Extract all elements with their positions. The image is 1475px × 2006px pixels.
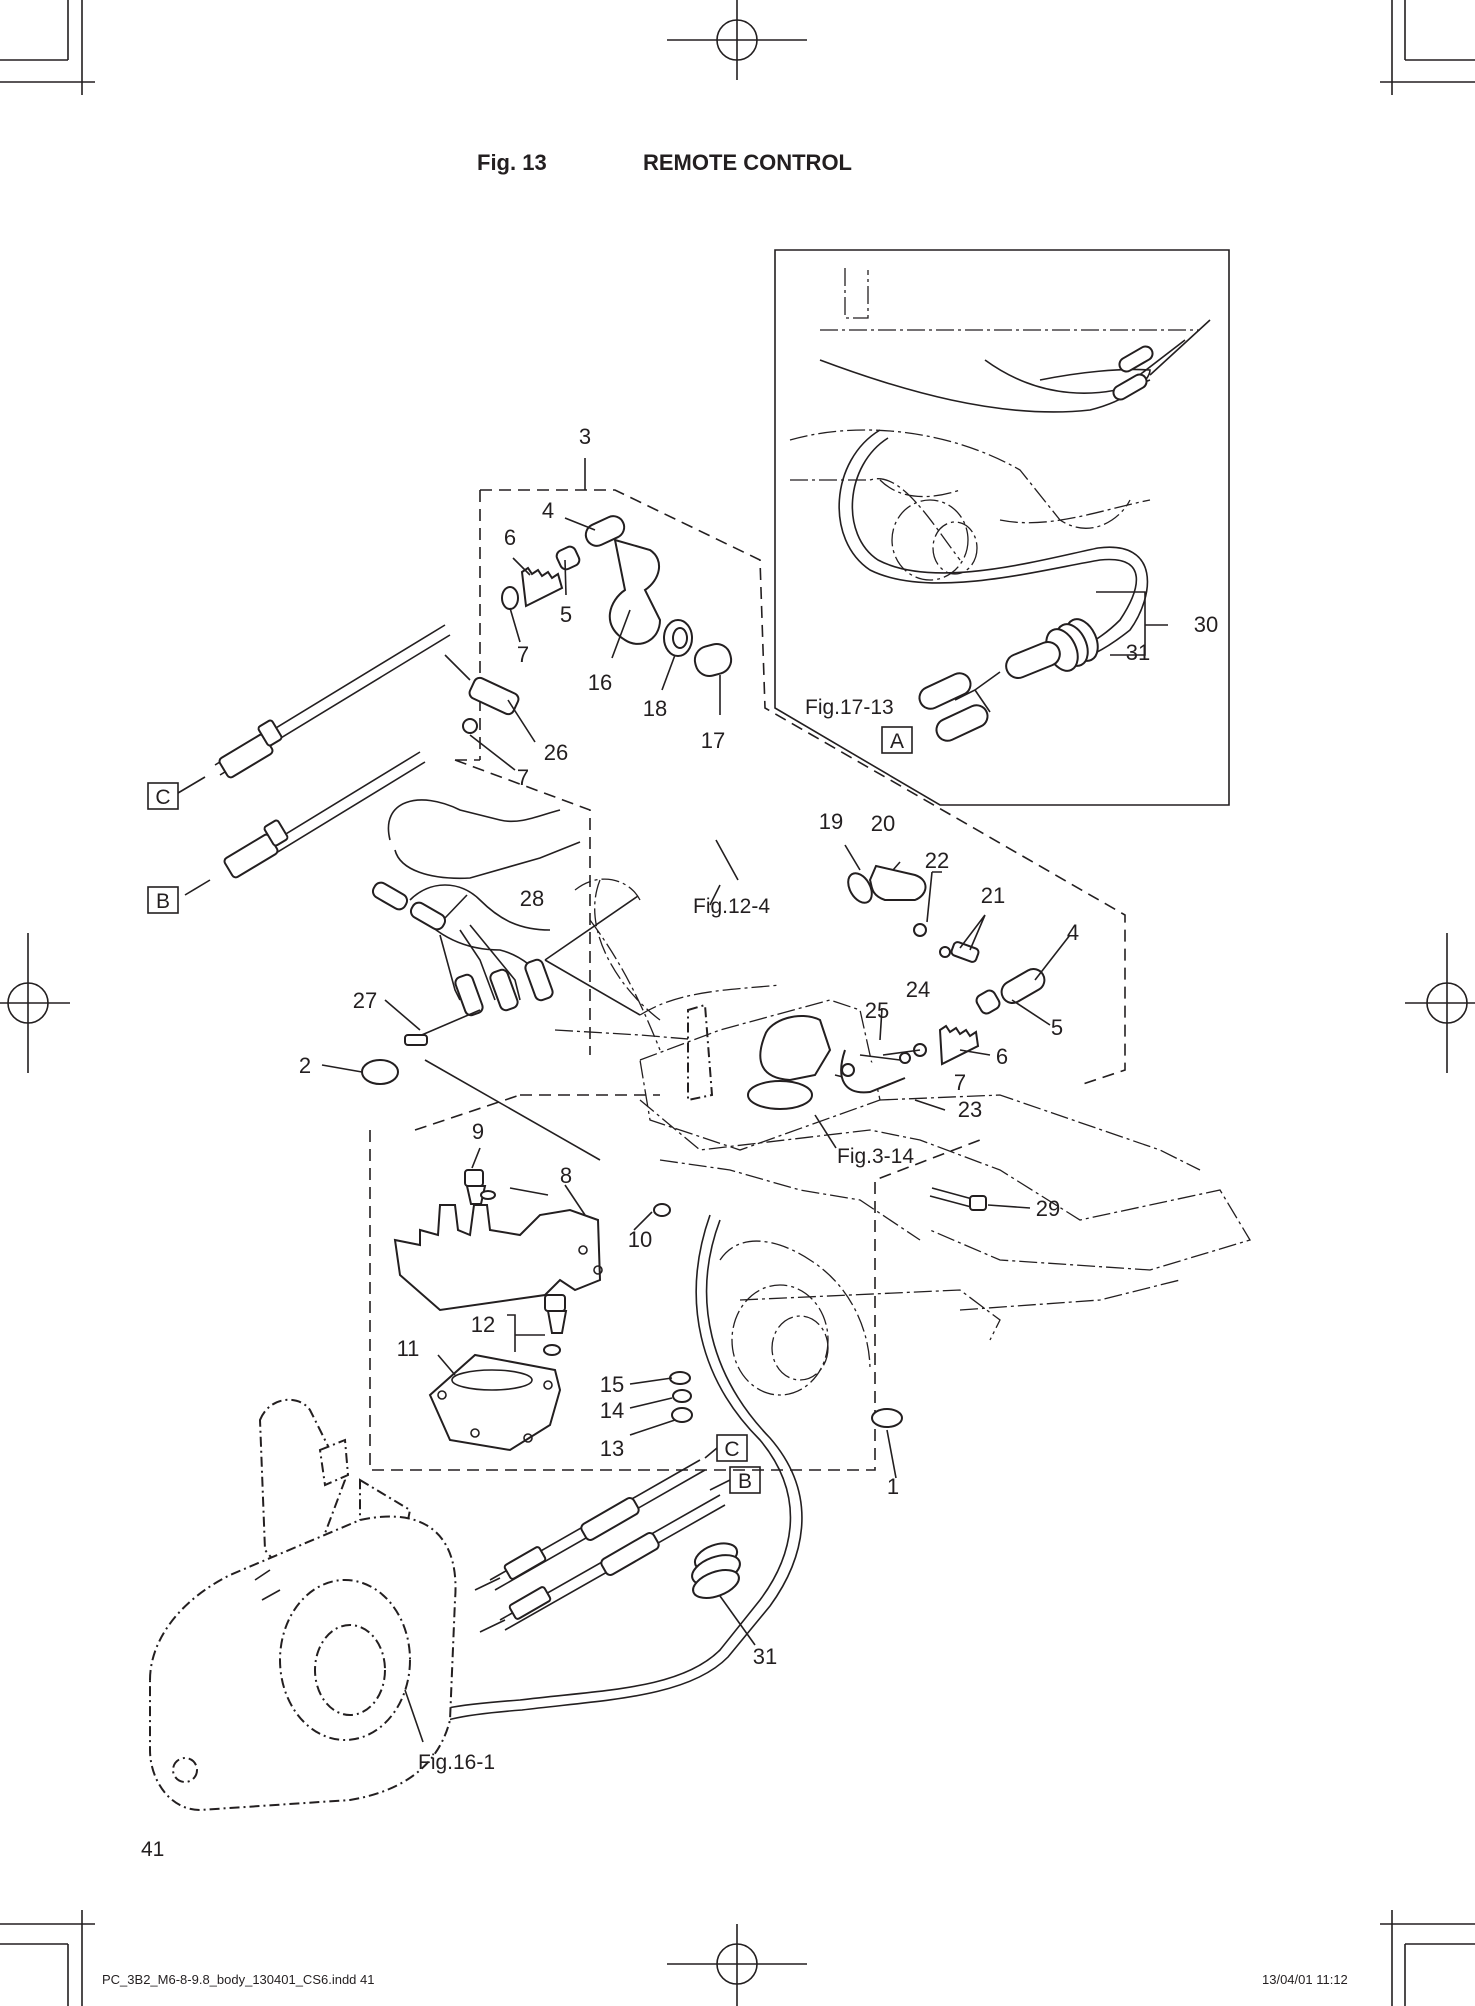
registration-target-icon — [1405, 933, 1475, 1073]
engine-bracket — [554, 878, 1251, 1396]
callout: 22 — [925, 848, 949, 873]
callout: 6 — [504, 525, 516, 550]
assembly-3-boundary — [454, 489, 1126, 1086]
main-harness-cable — [419, 1214, 803, 1731]
ref-fig-12-4: Fig.12-4 — [693, 895, 770, 918]
registration-target-icon — [667, 1924, 807, 2006]
callout: 17 — [701, 728, 725, 753]
ref-fig-16-1: Fig.16-1 — [418, 1751, 495, 1774]
wiring-harness-part-28 — [371, 799, 581, 1017]
callout: 25 — [865, 998, 889, 1023]
cable-b — [184, 751, 426, 896]
cable-c — [177, 624, 451, 794]
callout: 7 — [954, 1070, 966, 1095]
callout: 15 — [600, 1372, 624, 1397]
label-b: B — [156, 890, 170, 913]
figure-number: Fig. 13 — [477, 150, 547, 175]
callout: 24 — [906, 977, 930, 1002]
registration-target-icon — [0, 933, 70, 1073]
callout: 23 — [958, 1097, 982, 1122]
callout: 14 — [600, 1398, 624, 1423]
boxed-labels: A C B C B — [147, 726, 913, 1494]
callout-numbers: 1 2 3 4 4 5 5 6 6 7 7 7 8 9 10 11 12 13 … — [299, 424, 1218, 1669]
callout: 6 — [996, 1044, 1008, 1069]
cross-references: Fig.17-13 Fig.12-4 Fig.3-14 Fig.16-1 — [418, 696, 914, 1774]
callout: 27 — [353, 988, 377, 1013]
bolts-washers — [361, 1009, 987, 1428]
callout: 9 — [472, 1119, 484, 1144]
callout: 7 — [517, 642, 529, 667]
callout: 11 — [397, 1336, 420, 1361]
callout: 28 — [520, 886, 544, 911]
callout: 31 — [1126, 640, 1150, 665]
page-number: 41 — [141, 1838, 165, 1861]
callout: 5 — [1051, 1015, 1063, 1040]
main-bracket-part-8 — [393, 1204, 603, 1312]
callout: 10 — [628, 1227, 652, 1252]
grommet-part-31-lower — [691, 1542, 741, 1599]
callout: 16 — [588, 670, 612, 695]
callout: 20 — [871, 811, 895, 836]
label-b-lower: B — [738, 1470, 752, 1493]
label-c: C — [155, 786, 170, 809]
footer-timestamp: 13/04/01 11:12 — [1262, 1972, 1348, 1987]
callout: 7 — [517, 765, 529, 790]
callout: 4 — [542, 498, 554, 523]
callout: 26 — [544, 740, 568, 765]
callout: 18 — [643, 696, 667, 721]
shift-linkage — [639, 864, 1046, 1110]
registration-target-icon — [667, 0, 807, 80]
remote-control-box — [149, 1398, 457, 1812]
figure-title: REMOTE CONTROL — [643, 150, 852, 175]
callout: 21 — [981, 883, 1005, 908]
control-cables-lower — [474, 1459, 726, 1633]
callout: 1 — [887, 1474, 899, 1499]
bracket-group-boundary — [369, 1094, 981, 1471]
callout: 31 — [753, 1644, 777, 1669]
callout: 5 — [560, 602, 572, 627]
label-a: A — [890, 730, 904, 753]
callout: 8 — [560, 1163, 572, 1188]
callout: 13 — [600, 1436, 624, 1461]
callout: 19 — [819, 809, 843, 834]
callout: 2 — [299, 1053, 311, 1078]
ref-fig-17-13: Fig.17-13 — [805, 696, 894, 719]
plate-part-11 — [428, 1353, 562, 1452]
lever-assembly — [444, 515, 733, 734]
footer-file-name: PC_3B2_M6-8-9.8_body_130401_CS6.indd 41 — [102, 1972, 375, 1987]
ref-fig-3-14: Fig.3-14 — [837, 1145, 914, 1168]
callout: 29 — [1036, 1196, 1060, 1221]
leader-lines — [321, 458, 1071, 1743]
callout: 3 — [579, 424, 591, 449]
callout: 4 — [1067, 920, 1079, 945]
callout: 12 — [471, 1312, 495, 1337]
label-c-lower: C — [724, 1438, 739, 1461]
callout: 30 — [1194, 612, 1218, 637]
inset-a — [774, 249, 1230, 806]
